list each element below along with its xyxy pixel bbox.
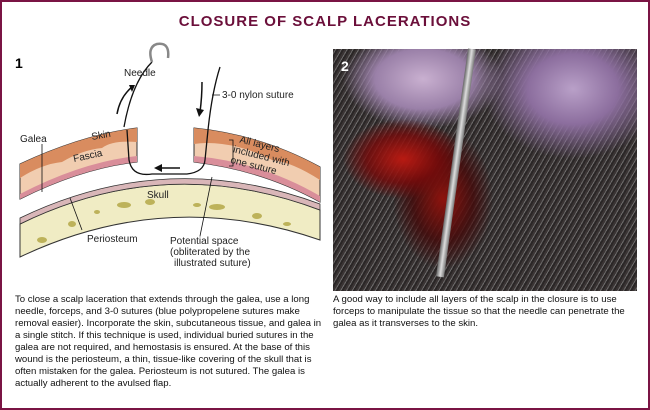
potential-space-label-line2: (obliterated by the	[170, 247, 250, 258]
skin-label: Skin	[91, 129, 112, 143]
galea-layer-right	[194, 156, 320, 202]
panel-1-number: 1	[15, 55, 23, 71]
skull-label: Skull	[147, 190, 169, 201]
suture-label: 3-0 nylon suture	[222, 90, 294, 101]
potential-space-label-line1: Potential space	[170, 236, 239, 247]
arrow-up-icon	[129, 85, 135, 92]
skin-layer-right	[194, 128, 320, 180]
panel-2-number: 2	[341, 58, 349, 74]
potential-space-label-line3: illustrated suture)	[174, 258, 251, 269]
galea-label: Galea	[20, 134, 47, 145]
periosteum-label: Periosteum	[87, 234, 138, 245]
periosteum-band	[19, 178, 321, 225]
needle-icon	[149, 42, 170, 63]
bone-marrow-spots	[37, 199, 291, 243]
panel-2-caption: A good way to include all layers of the …	[333, 294, 625, 329]
figure-title: CLOSURE OF SCALP LACERATIONS	[178, 13, 472, 30]
galea-layer-left	[20, 156, 137, 199]
panel-1-caption: To close a scalp laceration that extends…	[15, 294, 322, 389]
scalp-layers-diagram: Needle 3-0 nylon suture Galea Skin Fasci…	[19, 42, 321, 269]
suture-path	[123, 61, 221, 176]
skin-layer-left	[20, 128, 137, 178]
surgical-photo: 2	[333, 48, 637, 291]
arrow-left-icon	[154, 164, 162, 172]
arrow-down-icon	[196, 108, 204, 117]
forceps-instrument	[436, 48, 476, 278]
needle-label: Needle	[124, 68, 156, 79]
